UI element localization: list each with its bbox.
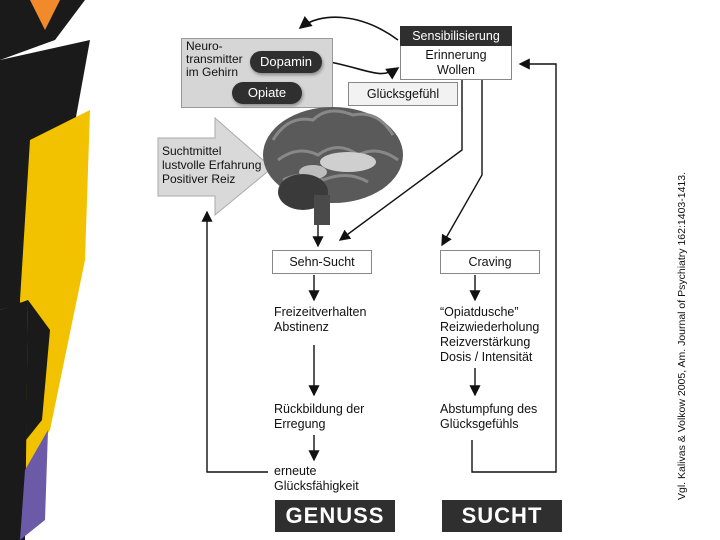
genuss-step-rueckbildung: Rückbildung der Erregung bbox=[274, 402, 365, 431]
sensibilisierung-header: Sensibilisierung bbox=[400, 26, 512, 46]
sucht-step-abstumpfung: Abstumpfung des Glücksgefühls bbox=[440, 402, 538, 431]
genuss-step-gluecksfaehigkeit: erneute Glücksfähigkeit bbox=[274, 464, 359, 493]
sucht-step-opiatdusche: “Opiatdusche” Reizwiederholung Reizverst… bbox=[440, 305, 540, 364]
sehn-sucht-box: Sehn-Sucht bbox=[272, 250, 372, 274]
genuss-label: GENUSS bbox=[275, 500, 395, 532]
erinnerung-wollen-box: Erinnerung Wollen bbox=[400, 46, 512, 80]
suchtmittel-text: Suchtmittel lustvolle Erfahrung Positive… bbox=[162, 144, 262, 186]
genuss-step-freizeit: Freizeitverhalten Abstinenz bbox=[274, 305, 367, 334]
gluecksgefuehl-box: Glücksgefühl bbox=[348, 82, 458, 106]
opiate-pill: Opiate bbox=[232, 82, 302, 104]
neurotransmitter-label: Neuro- transmitter im Gehirn bbox=[186, 39, 243, 79]
dopamin-pill: Dopamin bbox=[250, 51, 322, 73]
craving-box: Craving bbox=[440, 250, 540, 274]
brain-illustration bbox=[263, 107, 403, 225]
sucht-label: SUCHT bbox=[442, 500, 562, 532]
citation-text: Vgl. Kalivas & Volkow 2005, Am. Journal … bbox=[676, 171, 688, 500]
decorative-side-panel bbox=[0, 0, 110, 540]
